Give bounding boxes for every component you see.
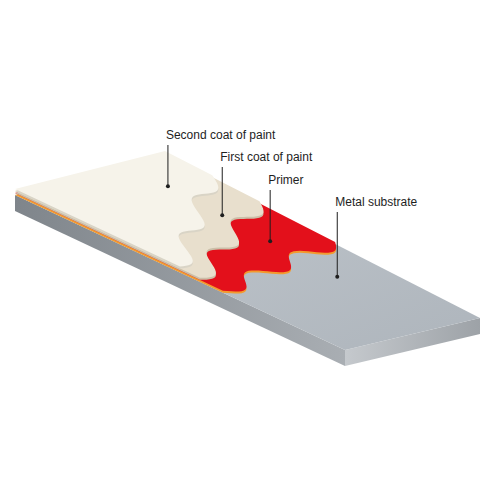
layer-label: Metal substrate	[335, 195, 417, 209]
layer-label: Primer	[268, 173, 303, 187]
leader-line	[222, 167, 223, 215]
leader-dot	[335, 275, 339, 279]
layer-label: Second coat of paint	[166, 128, 275, 142]
leader-line	[167, 145, 168, 186]
leader-lines	[166, 145, 339, 279]
leader-dot	[268, 239, 272, 243]
leader-dot	[166, 184, 170, 188]
leader-line	[337, 212, 338, 277]
leader-line	[270, 190, 271, 241]
second-coat-layer	[15, 151, 218, 267]
metal-plate	[15, 151, 480, 366]
layer-label: First coat of paint	[220, 150, 312, 164]
leader-dot	[220, 213, 224, 217]
